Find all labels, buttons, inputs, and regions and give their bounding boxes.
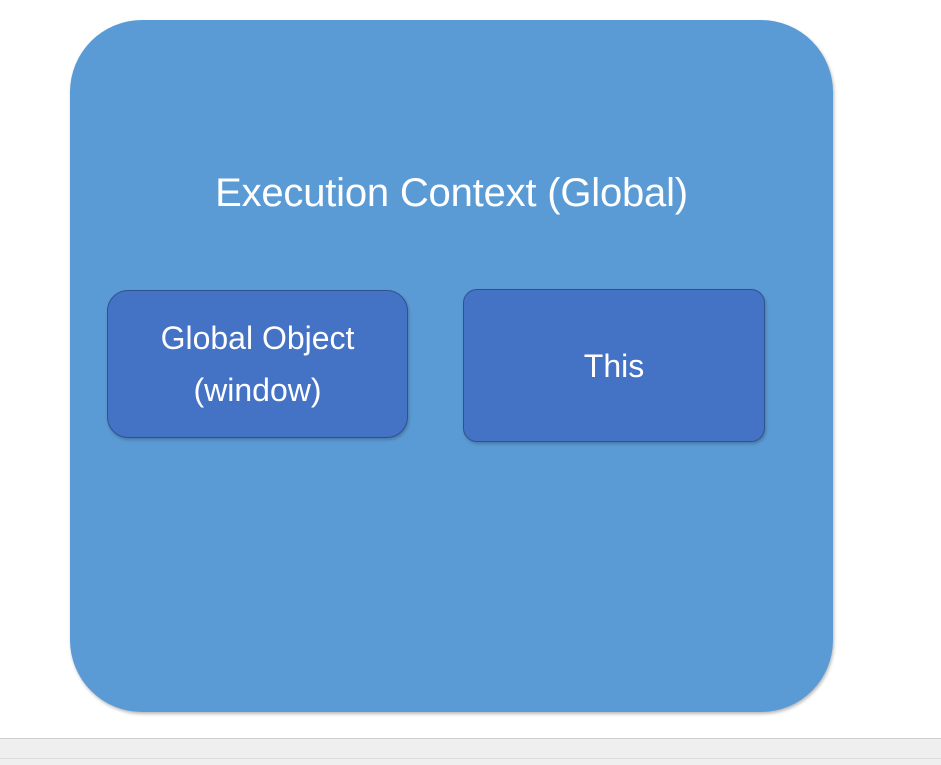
slide-canvas: Execution Context (Global) Global Object… xyxy=(70,20,833,712)
global-object-label: Global Object (window) xyxy=(160,320,355,408)
global-object-box[interactable]: Global Object (window) xyxy=(107,290,408,438)
this-box[interactable]: This xyxy=(463,289,765,442)
bottom-panel xyxy=(0,738,941,765)
execution-context-container[interactable]: Execution Context (Global) Global Object… xyxy=(70,20,833,712)
this-label: This xyxy=(583,347,645,384)
bottom-panel-divider xyxy=(0,758,941,759)
execution-context-title: Execution Context (Global) xyxy=(215,171,688,215)
